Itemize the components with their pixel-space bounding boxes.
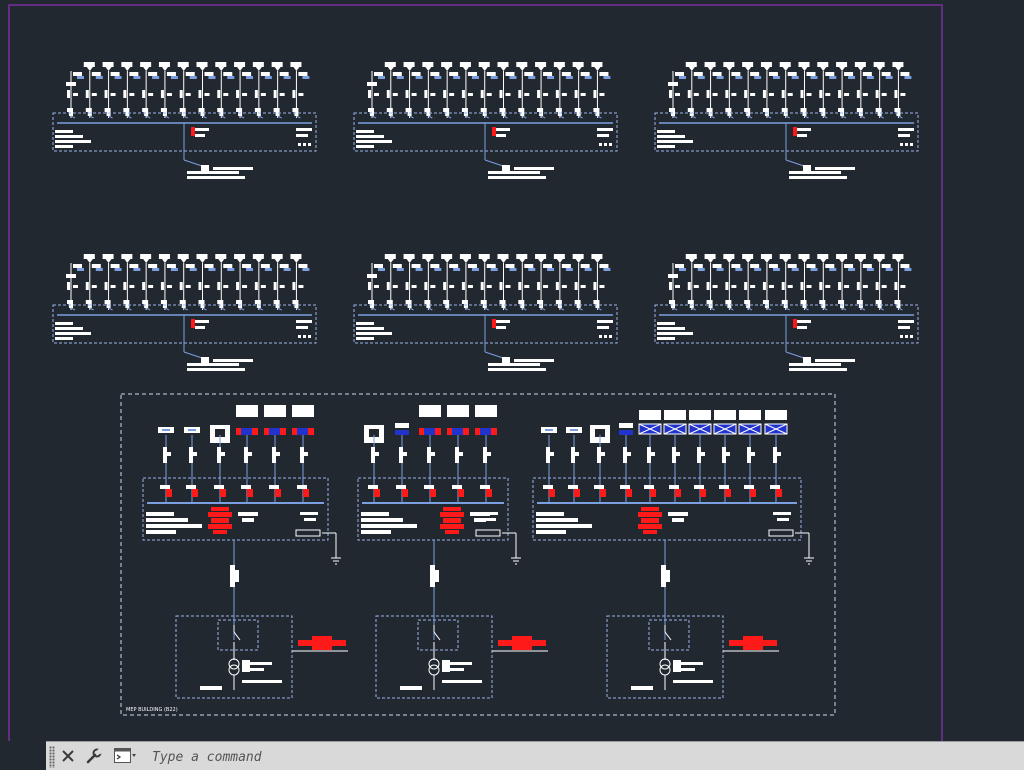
switchboard-1 xyxy=(142,405,348,699)
panel-schedule-4 xyxy=(52,254,317,371)
building-label: MEP BUILDING (B22) xyxy=(126,707,178,713)
command-prompt-icon[interactable] xyxy=(114,748,136,764)
panel-schedule-3 xyxy=(654,62,919,179)
command-line[interactable] xyxy=(46,741,1024,770)
panel-schedule-6 xyxy=(654,254,919,371)
command-input[interactable] xyxy=(150,746,1014,768)
substation-boundary xyxy=(120,393,836,716)
panel-schedule-2 xyxy=(353,62,618,179)
model-space-canvas[interactable]: MEP BUILDING (B22) xyxy=(0,0,1024,741)
switchboard-2 xyxy=(357,405,548,699)
wrench-icon[interactable] xyxy=(83,745,105,767)
panel-schedule-5 xyxy=(353,254,618,371)
switchboard-3 xyxy=(532,410,814,699)
panel-schedule-1 xyxy=(52,62,317,179)
layout-paper-border xyxy=(8,4,943,741)
command-input-area[interactable] xyxy=(110,745,1024,768)
substation-schematic: MEP BUILDING (B22) xyxy=(120,393,836,716)
drag-grip[interactable] xyxy=(49,746,55,768)
distribution-panels xyxy=(52,62,919,371)
close-icon[interactable] xyxy=(57,745,79,767)
